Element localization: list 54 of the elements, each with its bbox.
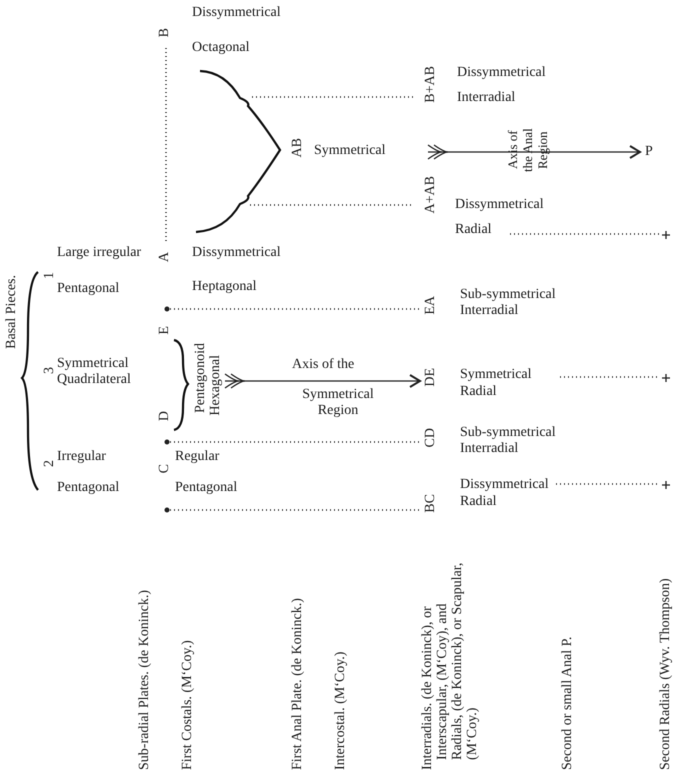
text-label: Dissymmetrical [460, 477, 549, 493]
text-label: Pentagonal [175, 480, 238, 496]
text-label: Second or small Anal P. [560, 636, 576, 770]
text-label: Pentagonal [57, 480, 120, 496]
text-label: Irregular [57, 449, 106, 465]
plate-letter: C [157, 464, 173, 474]
text-label: Sub-radial Plates. (de Koninck.) [137, 588, 153, 770]
text-label: Heptagonal [192, 279, 257, 295]
plate-letter: CD [423, 428, 439, 448]
plate-letter: B [157, 28, 173, 38]
plate-letter: E [157, 326, 173, 335]
plate-letter: D [157, 411, 173, 422]
text-label: Basal Pieces. [4, 275, 20, 349]
text-label: First Costals. (M‘Coy.) [180, 639, 196, 770]
text-label: Hexagonal [208, 355, 224, 416]
text-label: Dissymmetrical [457, 65, 546, 81]
plate-letter: EA [423, 296, 439, 315]
text-label: Pentagonal [57, 281, 120, 297]
text-label: Interradial [460, 441, 518, 457]
plate-letter: 2 [42, 460, 58, 467]
text-label: Octagonal [192, 40, 250, 56]
plate-letter: DE [423, 368, 439, 387]
plate-letter: B+AB [423, 66, 439, 103]
text-label: Dissymmetrical [455, 197, 544, 213]
text-label: Radial [460, 494, 497, 510]
text-label: Sub-symmetrical [460, 425, 556, 441]
text-label: Interradials. (de Koninck), or Interscapular, (M‘Coy), and Radials, (de Koninck), or Scapular, (M‘Coy.) [420, 562, 480, 770]
text-label: Pentagonoid [193, 343, 209, 413]
text-label: Large irregular [57, 245, 142, 261]
text-label: Second Radials (Wyv. Thompson) [658, 577, 674, 770]
text-label: Quadrilateral [57, 372, 131, 388]
plate-letter: 3 [42, 367, 58, 374]
text-label: Symmetrical Region [301, 387, 375, 419]
text-label: Symmetrical [57, 356, 129, 372]
text-label: Dissymmetrical [192, 5, 281, 21]
text-label: Axis of the Anal Region [505, 127, 550, 173]
text-label: Symmetrical [314, 143, 386, 159]
plate-letter: 1 [42, 272, 58, 279]
text-label: Sub-symmetrical [460, 287, 556, 303]
text-label: Intercostal. (M‘Coy.) [333, 650, 349, 770]
text-label: Axis of the [292, 357, 354, 373]
text-label: Radial [455, 222, 492, 238]
text-label: Interradial [460, 303, 518, 319]
plate-letter: AB [290, 138, 306, 158]
plate-letter: BC [423, 494, 439, 513]
text-label: Regular [175, 449, 220, 465]
plate-letter: A [157, 252, 173, 262]
text-label: Dissymmetrical [192, 245, 281, 261]
text-label: Interradial [457, 90, 516, 106]
text-label: Symmetrical [460, 367, 532, 383]
plate-letter: A+AB [423, 176, 439, 214]
text-label: First Anal Plate. (de Koninck.) [290, 597, 306, 770]
text-label: P [645, 144, 653, 160]
text-label: Radial [460, 384, 497, 400]
